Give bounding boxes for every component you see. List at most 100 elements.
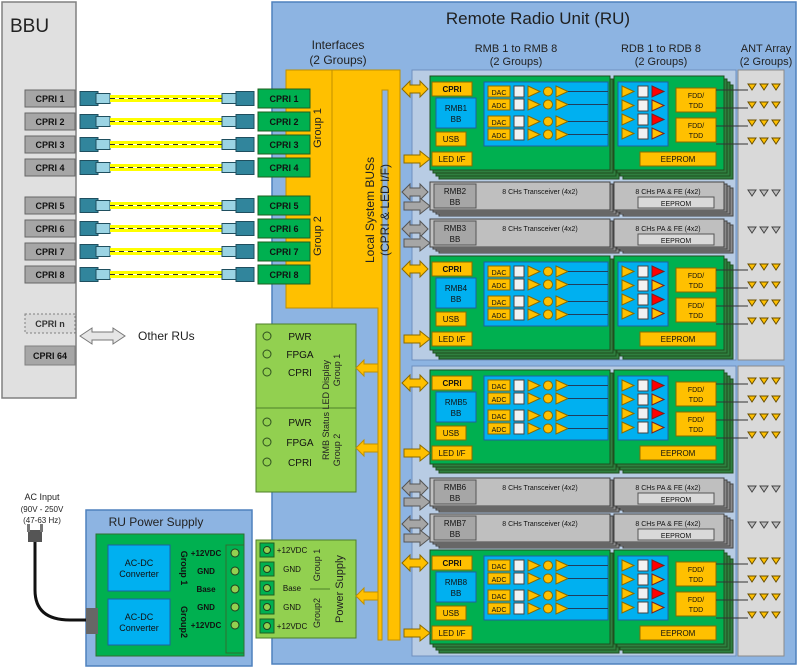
bbu-port-label: CPRI 3	[35, 140, 64, 150]
fiber-connector	[95, 223, 111, 234]
fiber-connector	[221, 139, 237, 150]
amplifier-icon	[527, 559, 542, 572]
mixer-icon	[543, 296, 553, 307]
status-led-label: CPRI	[288, 458, 312, 469]
ac-input-2: (90V - 250V	[21, 505, 64, 514]
bus-label-1: Local System BUSs	[363, 157, 377, 263]
amplifier-icon	[621, 421, 636, 434]
ps-output-terminal-icon	[230, 566, 240, 576]
cpri-bus-arrow	[401, 514, 429, 534]
eeprom-box	[639, 625, 717, 641]
fiber-connector	[235, 160, 255, 175]
antenna-icon	[747, 83, 781, 91]
transceiver-label: 8 CHs Transceiver (4x2)	[502, 226, 577, 233]
antenna-icon	[747, 575, 781, 583]
fdd-tdd-label: FDD/	[688, 597, 704, 604]
antenna-icon	[747, 119, 781, 127]
fdd-tdd-box	[675, 591, 717, 617]
fdd-tdd-label: TDD	[689, 283, 703, 290]
bbu-cpri-64: CPRI 64	[24, 345, 76, 366]
filter-icon	[513, 379, 525, 392]
antenna-icon	[747, 189, 781, 197]
filter-icon	[513, 308, 525, 321]
cpri-bus-arrow	[401, 182, 429, 202]
cpri-bus-arrow	[401, 373, 429, 393]
adc-label: ADC	[492, 313, 507, 320]
eeprom-label: EEPROM	[661, 238, 692, 245]
rmb-usb-label: USB	[443, 315, 459, 324]
fiber-connector	[95, 200, 111, 211]
led-display-label: RMB Status LED Display	[321, 359, 331, 460]
antenna-icon	[747, 101, 781, 109]
ant-group1-frame	[737, 69, 785, 361]
status-led-label: PWR	[288, 418, 311, 429]
amplifier-icon	[555, 602, 570, 615]
status-led-icon	[262, 349, 272, 359]
ps-output-terminal-icon	[230, 548, 240, 558]
other-rus-arrow	[79, 327, 126, 345]
rmb-usb-box	[435, 425, 467, 441]
ps-output-label: GND	[197, 567, 215, 576]
interface-port-box	[257, 195, 311, 216]
rmb-usb-box	[435, 311, 467, 327]
eeprom-label: EEPROM	[661, 449, 696, 458]
ac-input-1: AC Input	[24, 492, 60, 502]
fdd-tdd-label: FDD/	[688, 93, 704, 100]
amplifier-icon	[555, 128, 570, 141]
eeprom-label: EEPROM	[661, 533, 692, 540]
fiber-connector	[235, 221, 255, 236]
interfaces-title-2: (2 Groups)	[309, 53, 366, 67]
amplifier-icon	[527, 278, 542, 291]
antenna-icon	[747, 137, 781, 145]
interface-port-box	[257, 111, 311, 132]
antenna-icon	[747, 299, 781, 307]
amplifier-icon	[527, 572, 542, 585]
fiber-connector	[79, 267, 99, 282]
rmb-cpri-label: CPRI	[442, 265, 461, 274]
mixer-icon	[543, 380, 553, 391]
dac-chip	[487, 115, 511, 128]
amplifier-icon	[621, 379, 636, 392]
rmb-cpri-box	[431, 261, 473, 277]
rmb-bb-label: RMB8	[445, 578, 468, 587]
fiber-connector	[221, 223, 237, 234]
fiber-connector	[95, 116, 111, 127]
antenna-icon	[747, 281, 781, 289]
amplifier-icon	[621, 573, 636, 586]
pa-icon	[651, 279, 666, 292]
antenna-icon	[747, 611, 781, 619]
rmb-bb-label: RMB1	[445, 104, 468, 113]
fiber-connector	[235, 267, 255, 282]
rdb-title-2: (2 Groups)	[635, 56, 688, 68]
pa-icon	[651, 573, 666, 586]
amplifier-icon	[621, 293, 636, 306]
rmb-bb-label: BB	[450, 198, 461, 207]
interface-port-label: CPRI 5	[269, 201, 298, 211]
pa-fe-label: 8 CHs PA & FE (4x2)	[635, 521, 700, 528]
antenna-icon	[747, 263, 781, 271]
cpri-bus-arrow	[401, 79, 429, 99]
rmb-led-if-box	[431, 445, 473, 461]
amplifier-icon	[527, 85, 542, 98]
amplifier-icon	[527, 98, 542, 111]
rmb-led-if-box	[431, 331, 473, 347]
amplifier-icon	[621, 601, 636, 614]
ps-output-label: +12VDC	[191, 621, 222, 630]
eeprom-box	[637, 492, 715, 505]
mixer-icon	[543, 410, 553, 421]
mixer-icon	[543, 573, 553, 584]
filter-icon	[637, 601, 649, 614]
dac-label: DAC	[492, 384, 507, 391]
bbu-port-box	[24, 135, 76, 154]
amplifier-icon	[527, 589, 542, 602]
other-rus-label: Other RUs	[138, 329, 195, 343]
rmb-title-1: RMB 1 to RMB 8	[475, 43, 558, 55]
led-display	[255, 323, 357, 493]
